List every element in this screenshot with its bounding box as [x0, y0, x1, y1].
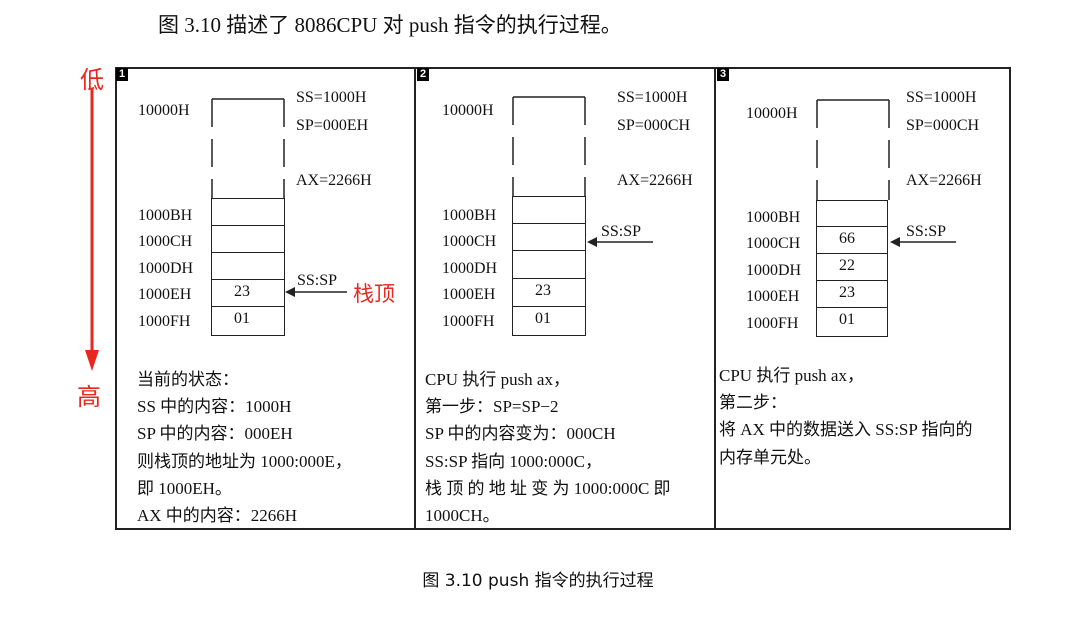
panel-number: 1: [116, 68, 128, 81]
memory-gap: [211, 98, 285, 199]
address-label: 1000DH: [746, 262, 802, 279]
address-label: 1000CH: [746, 235, 801, 252]
description-line: 第二步：: [719, 393, 787, 413]
memory-cell: 01: [211, 306, 285, 336]
pointer-label: SS:SP: [297, 272, 338, 289]
register-ax: AX=2266H: [906, 172, 982, 189]
address-label: 1000FH: [442, 313, 495, 330]
base-address: 10000H: [442, 102, 494, 119]
address-label: 1000EH: [138, 286, 192, 303]
pointer-arrow: [587, 237, 653, 247]
memory-gap: [816, 99, 890, 200]
memory-cell: 01: [816, 307, 888, 337]
memory-cell: [211, 225, 285, 253]
memory-cell: [211, 252, 285, 280]
address-label: 1000BH: [746, 209, 801, 226]
register-ax: AX=2266H: [296, 172, 372, 189]
high-label: 高: [77, 383, 101, 411]
low-to-high-arrow: [85, 88, 99, 371]
description: 当前的状态： SS 中的内容：1000H SP 中的内容：000EH 则栈顶的地…: [137, 366, 352, 529]
address-label: 1000EH: [746, 288, 800, 305]
panel-divider: [714, 67, 716, 530]
description-line: 当前的状态：: [137, 370, 239, 389]
stack-top-label: 栈顶: [353, 282, 395, 306]
description: CPU 执行 push ax， 第一步：SP=SP−2 SP 中的内容变为：00…: [425, 366, 671, 529]
pointer-label: SS:SP: [906, 223, 947, 240]
register-sp: SP=000CH: [617, 117, 691, 134]
address-label: 1000BH: [442, 207, 497, 224]
memory-cell: 01: [512, 306, 586, 336]
memory-cell: 22: [816, 253, 888, 281]
base-address: 10000H: [746, 105, 798, 122]
description-line: CPU 执行 push ax，: [425, 370, 570, 389]
address-label: 1000FH: [746, 315, 799, 332]
description-line: AX 中的内容：2266H: [137, 506, 298, 526]
address-label: 1000DH: [442, 260, 498, 277]
description-line: 即 1000EH。: [137, 478, 232, 498]
panel-number: 2: [417, 68, 429, 81]
description-line: SS 中的内容：1000H: [137, 397, 292, 417]
register-ax: AX=2266H: [617, 172, 693, 189]
pointer-arrow: [285, 287, 347, 297]
description-line: 则栈顶的地址为 1000:000E，: [137, 451, 352, 471]
panel-divider: [414, 67, 416, 530]
address-label: 1000CH: [138, 233, 193, 250]
register-ss: SS=1000H: [296, 89, 367, 106]
address-label: 1000DH: [138, 260, 194, 277]
address-label: 1000EH: [442, 286, 496, 303]
pointer-label: SS:SP: [601, 223, 642, 240]
intro-text: 图 3.10 描述了 8086CPU 对 push 指令的执行过程。: [158, 13, 622, 37]
description-line: SP 中的内容：000EH: [137, 424, 293, 444]
register-sp: SP=000EH: [296, 117, 369, 134]
pointer-arrow: [890, 237, 956, 247]
address-label: 1000FH: [138, 313, 191, 330]
memory-cell: 23: [512, 278, 586, 307]
base-address: 10000H: [138, 102, 190, 119]
memory-cell: [211, 198, 285, 226]
figure-frame: [115, 67, 1011, 530]
description-line: 将 AX 中的数据送入 SS:SP 指向的: [719, 420, 973, 440]
register-sp: SP=000CH: [906, 117, 980, 134]
description-line: 第一步：SP=SP−2: [425, 397, 559, 417]
figure-caption: 图 3.10 push 指令的执行过程: [422, 571, 654, 591]
address-label: 1000CH: [442, 233, 497, 250]
memory-cell: 23: [211, 279, 285, 307]
description-line: 内存单元处。: [719, 447, 821, 467]
memory-cell: 23: [816, 280, 888, 308]
register-ss: SS=1000H: [617, 89, 688, 106]
description-line: 1000CH。: [425, 506, 500, 526]
description-line: SP 中的内容变为：000CH: [425, 424, 616, 444]
memory-gap: [512, 96, 586, 197]
description: CPU 执行 push ax， 第二步： 将 AX 中的数据送入 SS:SP 指…: [719, 362, 972, 471]
description-line: CPU 执行 push ax，: [719, 366, 864, 385]
memory-cell: [816, 200, 888, 227]
memory-cell: 66: [816, 226, 888, 254]
panel-number: 3: [717, 68, 729, 81]
memory-cell: [512, 250, 586, 279]
address-label: 1000BH: [138, 207, 193, 224]
description-line: 栈 顶 的 地 址 变 为 1000:000C 即: [425, 478, 671, 498]
memory-cell: [512, 223, 586, 251]
memory-cell: [512, 196, 586, 224]
description-line: SS:SP 指向 1000:000C，: [425, 451, 602, 471]
register-ss: SS=1000H: [906, 89, 977, 106]
